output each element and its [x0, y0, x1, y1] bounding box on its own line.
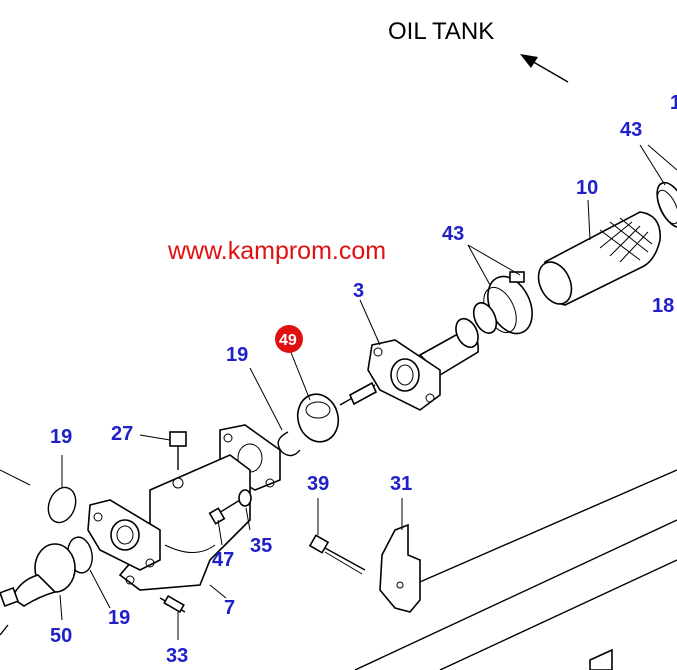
hose-clamp-right: [656, 181, 677, 229]
callout-19-bottom[interactable]: 19: [108, 607, 130, 629]
plug: [169, 431, 187, 470]
valve-body: [87, 424, 281, 591]
valve-disc: [296, 393, 340, 443]
oil-tank-direction-arrow: [520, 54, 569, 83]
callout-3[interactable]: 3: [353, 280, 364, 302]
leader-lines: [0, 144, 677, 640]
bolt-and-washer: [208, 489, 252, 525]
callout-43-left[interactable]: 43: [442, 223, 464, 245]
callout-1[interactable]: 1: [670, 92, 677, 114]
highlight-badge[interactable]: 49: [275, 325, 303, 353]
snap-ring-upper: [277, 431, 301, 457]
o-ring-left: [47, 486, 77, 524]
callout-27[interactable]: 27: [111, 423, 133, 445]
callout-31[interactable]: 31: [390, 473, 412, 495]
suction-adapter: [0, 543, 76, 636]
callout-35[interactable]: 35: [250, 535, 272, 557]
callout-39[interactable]: 39: [307, 473, 329, 495]
diagram-title: OIL TANK: [388, 18, 494, 45]
callout-47[interactable]: 47: [212, 549, 234, 571]
callout-7[interactable]: 7: [224, 597, 235, 619]
callout-18[interactable]: 18: [652, 295, 674, 317]
strainer-element: [537, 211, 661, 306]
callout-33[interactable]: 33: [166, 645, 188, 667]
callout-43-right[interactable]: 43: [620, 119, 642, 141]
tank-body-outline: [354, 469, 677, 670]
bracket: [379, 523, 421, 613]
hose-clamp-left: [472, 271, 533, 335]
callout-19-upper[interactable]: 19: [226, 344, 248, 366]
callout-49: 49: [279, 332, 297, 349]
callout-10[interactable]: 10: [576, 177, 598, 199]
bolt-long: [308, 534, 366, 575]
callout-19-left[interactable]: 19: [50, 426, 72, 448]
callout-50[interactable]: 50: [50, 625, 72, 647]
valve-stem: [339, 381, 378, 406]
screw-bottom: [159, 594, 186, 614]
watermark: www.kamprom.com: [167, 237, 386, 265]
suction-pipe-flange: [367, 317, 480, 411]
